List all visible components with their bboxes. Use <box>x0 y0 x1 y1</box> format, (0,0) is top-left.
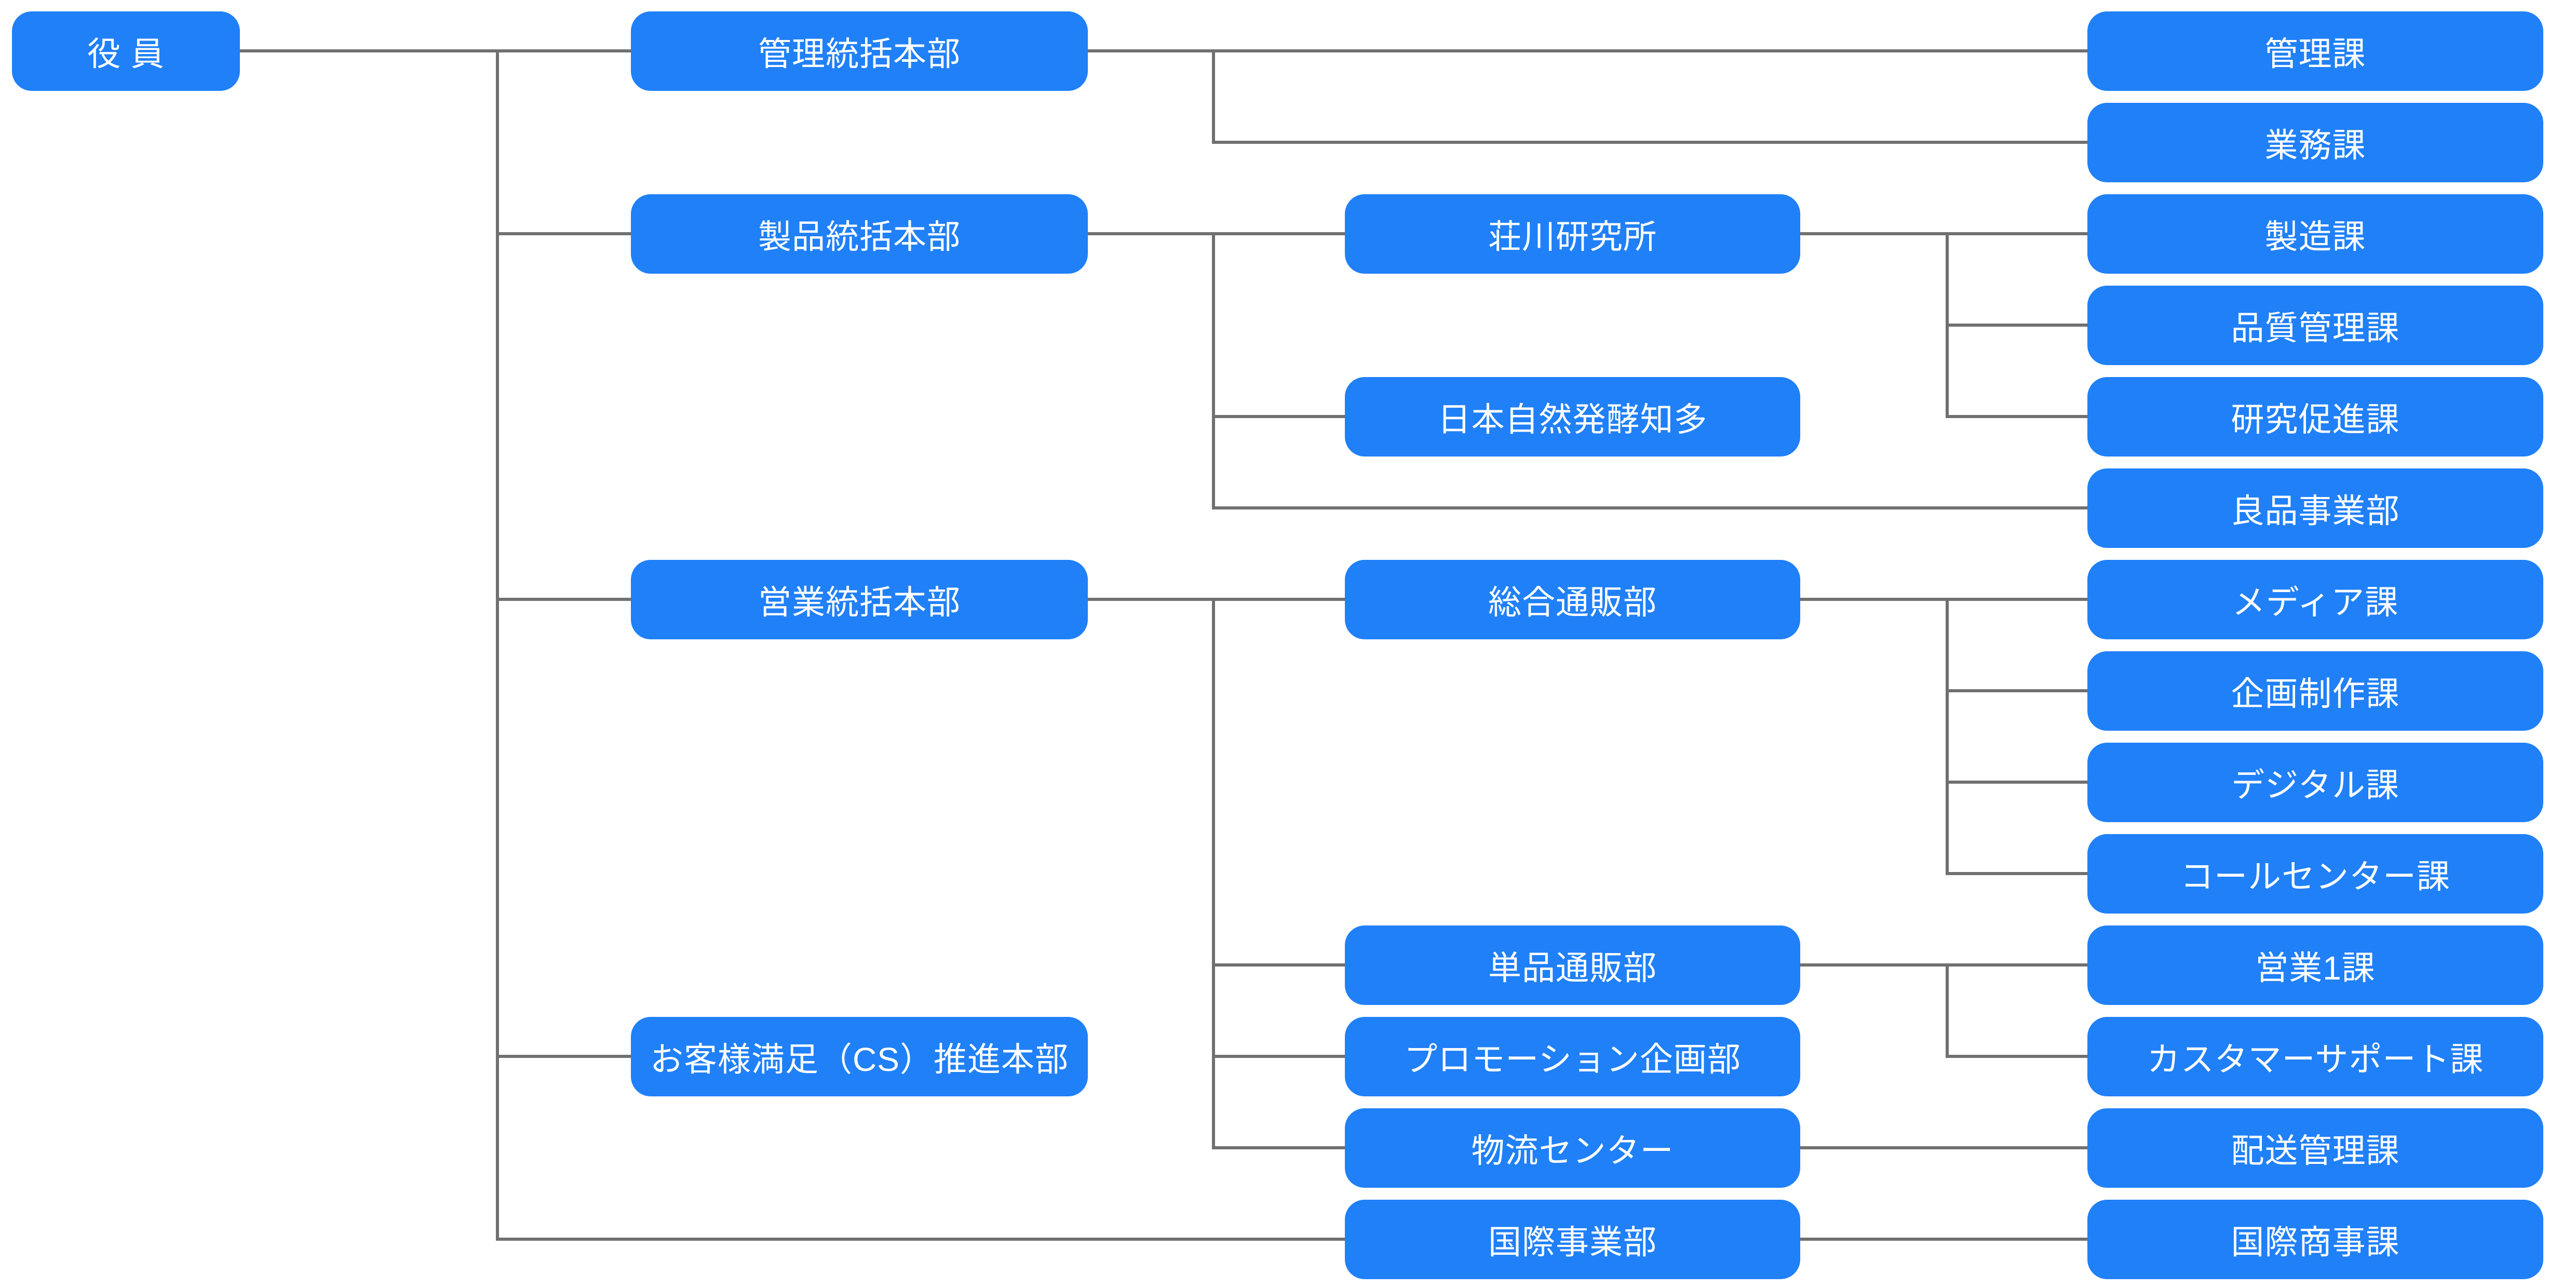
connector-v <box>1212 598 1215 1149</box>
connector-h <box>1947 415 2087 418</box>
org-node-label: コールセンター課 <box>2180 857 2450 895</box>
org-node-label: 良品事業部 <box>2231 492 2400 530</box>
connector-h <box>1800 1146 2087 1149</box>
org-node-tanpin-tsuhanbu: 単品通販部 <box>1345 925 1800 1005</box>
org-node-label: 業務課 <box>2264 126 2366 164</box>
org-node-label: 品質管理課 <box>2231 309 2400 347</box>
connector-h <box>1088 232 1345 235</box>
org-node-nihon-shizen-hakko-chita: 日本自然発酵知多 <box>1345 377 1800 457</box>
connector-h <box>1800 232 2087 235</box>
connector-h <box>1213 1146 1345 1149</box>
org-node-kokusai-shoji-ka: 国際商事課 <box>2087 1200 2543 1279</box>
org-node-label: 企画制作課 <box>2231 675 2400 713</box>
org-node-butsuryu-center: 物流センター <box>1345 1108 1800 1188</box>
org-node-kanri-ka: 管理課 <box>2087 11 2543 91</box>
org-node-media-ka: メディア課 <box>2087 560 2543 639</box>
org-node-label: 配送管理課 <box>2231 1132 2400 1170</box>
connector-h <box>1947 1055 2087 1058</box>
org-node-label: 研究促進課 <box>2231 400 2400 438</box>
connector-h <box>1800 598 2087 601</box>
connector-v <box>1946 598 1949 875</box>
connector-h <box>1947 324 2087 327</box>
connector-h <box>1088 49 2087 52</box>
org-node-gyomu-ka: 業務課 <box>2087 103 2543 182</box>
org-node-label: 総合通販部 <box>1488 583 1657 621</box>
org-node-shokawa-lab: 荘川研究所 <box>1345 194 1800 274</box>
connector-h <box>497 1055 631 1058</box>
org-node-haiso-kanri-ka: 配送管理課 <box>2087 1108 2543 1188</box>
org-node-label: 役 員 <box>87 35 165 73</box>
org-node-ryohin-jigyobu: 良品事業部 <box>2087 468 2543 548</box>
connector-h <box>1947 872 2087 875</box>
org-node-digital-ka: デジタル課 <box>2087 743 2543 822</box>
org-node-label: プロモーション企画部 <box>1404 1040 1741 1078</box>
org-node-sogo-tsuhanbu: 総合通販部 <box>1345 560 1800 639</box>
connector-v <box>1946 963 1949 1058</box>
org-node-label: 国際商事課 <box>2231 1223 2400 1261</box>
connector-v <box>1212 232 1215 509</box>
org-node-label: 営業統括本部 <box>758 583 961 621</box>
org-node-kikaku-seisaku-ka: 企画制作課 <box>2087 651 2543 731</box>
connector-h <box>1947 689 2087 692</box>
org-node-label: 営業1課 <box>2255 949 2376 987</box>
org-node-label: 物流センター <box>1471 1132 1674 1170</box>
connector-h <box>1800 1238 2087 1241</box>
org-node-hinshitsu-kanri-ka: 品質管理課 <box>2087 286 2543 365</box>
connector-h <box>1213 415 1345 418</box>
org-node-label: お客様満足（CS）推進本部 <box>650 1040 1069 1078</box>
connector-h <box>497 232 631 235</box>
org-node-kenkyu-sokushin-ka: 研究促進課 <box>2087 377 2543 457</box>
org-node-label: 国際事業部 <box>1488 1223 1657 1261</box>
org-node-customer-support-ka: カスタマーサポート課 <box>2087 1017 2543 1096</box>
org-node-label: 製品統括本部 <box>758 218 961 256</box>
org-node-kokusai-jigyobu: 国際事業部 <box>1345 1200 1800 1279</box>
org-node-label: 荘川研究所 <box>1488 218 1657 256</box>
org-node-seizo-ka: 製造課 <box>2087 194 2543 274</box>
org-node-promotion-kikakubu: プロモーション企画部 <box>1345 1017 1800 1096</box>
connector-h <box>1088 598 1345 601</box>
org-node-eigyo-hq: 営業統括本部 <box>631 560 1088 639</box>
connector-h <box>1213 963 1345 967</box>
connector-v <box>496 49 499 1241</box>
connector-h <box>497 1238 1345 1241</box>
connector-h <box>1800 963 2087 967</box>
org-node-label: メディア課 <box>2232 583 2399 621</box>
org-node-label: 単品通販部 <box>1488 949 1657 987</box>
connector-v <box>1212 49 1215 144</box>
org-node-label: 管理統括本部 <box>758 35 961 73</box>
org-node-cs-suishin-hq: お客様満足（CS）推進本部 <box>631 1017 1088 1096</box>
org-node-label: 管理課 <box>2264 35 2366 73</box>
connector-h <box>1213 141 2087 144</box>
org-node-label: デジタル課 <box>2231 766 2399 804</box>
org-node-seihin-hq: 製品統括本部 <box>631 194 1088 274</box>
org-node-label: 製造課 <box>2264 218 2366 256</box>
org-node-call-center-ka: コールセンター課 <box>2087 834 2543 914</box>
org-node-yakuin: 役 員 <box>12 11 240 91</box>
connector-h <box>1213 506 2087 509</box>
connector-h <box>1213 1055 1345 1058</box>
connector-v <box>1946 232 1949 418</box>
org-node-label: 日本自然発酵知多 <box>1437 400 1708 438</box>
org-node-kanri-hq: 管理統括本部 <box>631 11 1088 91</box>
org-node-label: カスタマーサポート課 <box>2147 1040 2484 1078</box>
connector-h <box>240 49 631 52</box>
org-node-eigyo-1-ka: 営業1課 <box>2087 925 2543 1005</box>
connector-h <box>497 598 631 601</box>
connector-h <box>1947 781 2087 784</box>
